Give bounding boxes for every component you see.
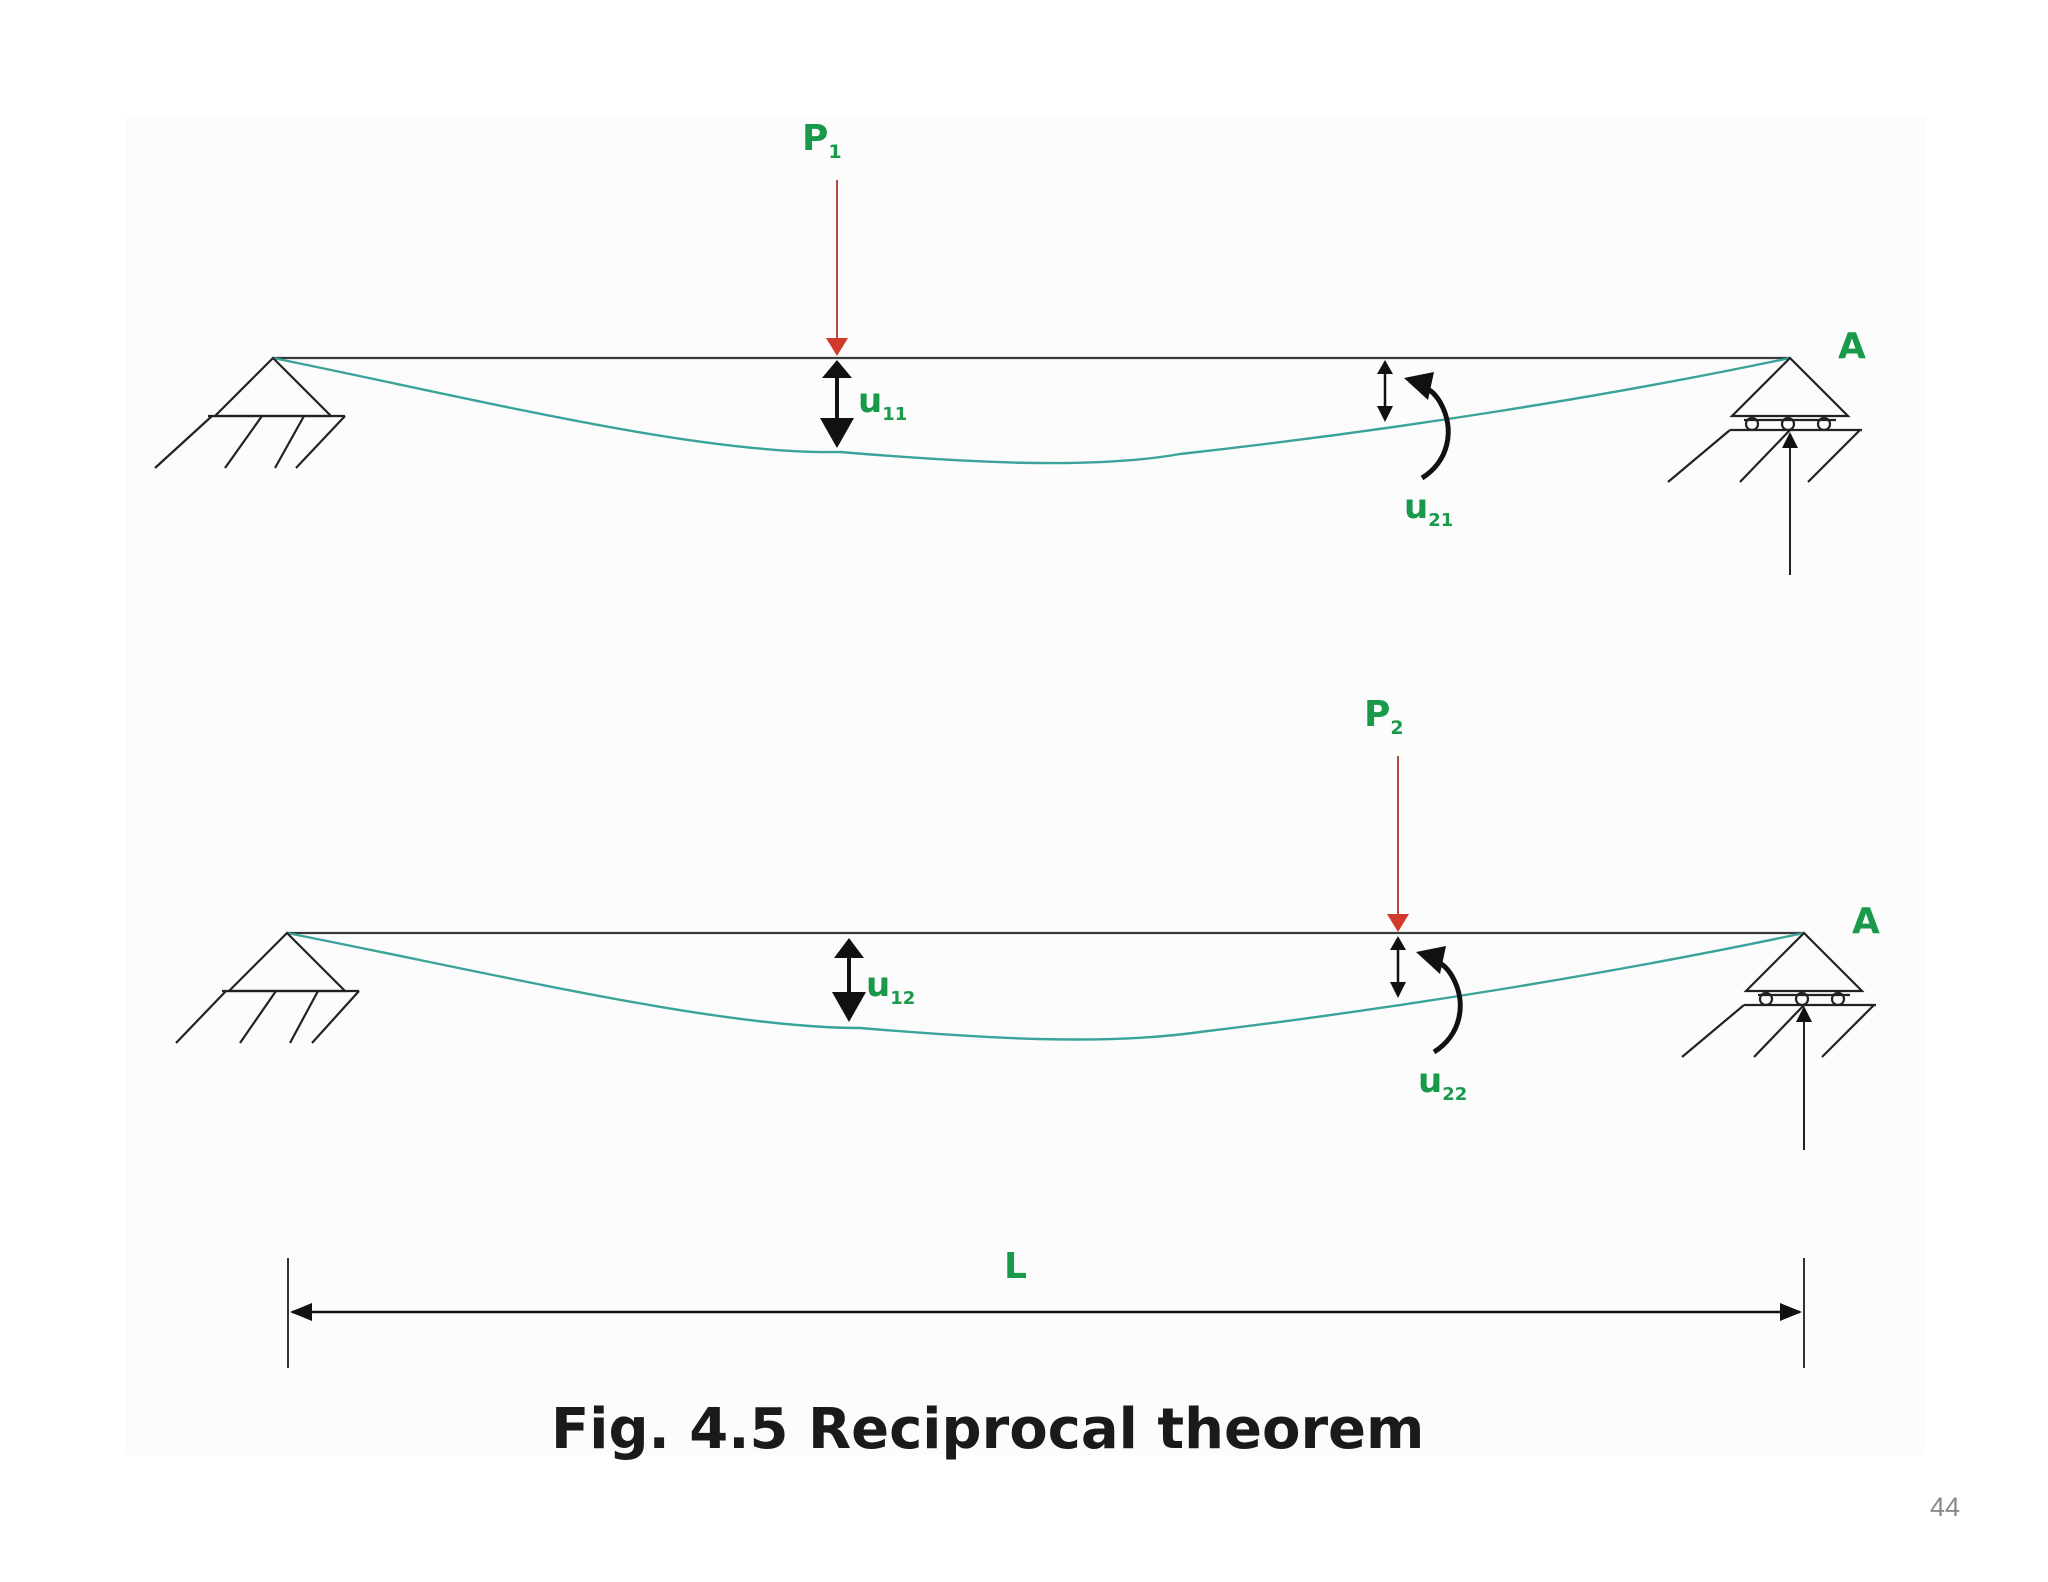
top-u11-double-arrow bbox=[820, 360, 854, 448]
bottom-u12-label: u12 bbox=[866, 965, 915, 1009]
page-number: 44 bbox=[1929, 1492, 1960, 1522]
top-beam-case: P1 u11 u21 bbox=[154, 118, 1866, 575]
top-rotation-arrow bbox=[1404, 372, 1451, 481]
top-support-label: A bbox=[1838, 326, 1866, 367]
top-u21-label: u21 bbox=[1404, 487, 1453, 531]
top-right-roller-support bbox=[1667, 356, 1862, 483]
dimension-right-arrowhead bbox=[1780, 1303, 1802, 1321]
dimension-left-arrowhead bbox=[290, 1303, 312, 1321]
bottom-beam-case: P2 u12 u22 bbox=[175, 694, 1880, 1150]
top-u11-label: u11 bbox=[858, 381, 907, 425]
span-label: L bbox=[1004, 1246, 1027, 1287]
span-dimension: L bbox=[287, 1246, 1805, 1368]
figure-caption: Fig. 4.5 Reciprocal theorem bbox=[551, 1397, 1424, 1462]
top-load-arrowhead bbox=[826, 338, 848, 356]
bottom-u22-double-arrow bbox=[1390, 936, 1406, 998]
bottom-right-roller-support bbox=[1681, 931, 1876, 1058]
bottom-rotation-arrow bbox=[1416, 946, 1463, 1055]
top-left-pin-support bbox=[154, 356, 346, 469]
figure-panel bbox=[126, 115, 1926, 1455]
top-deflected-curve bbox=[272, 356, 1791, 465]
top-reaction-arrow bbox=[1782, 432, 1798, 575]
bottom-load-arrowhead bbox=[1387, 914, 1409, 932]
bottom-load-label: P2 bbox=[1364, 694, 1404, 739]
bottom-deflected-curve bbox=[286, 931, 1805, 1041]
bottom-u22-label: u22 bbox=[1418, 1061, 1467, 1105]
top-load-label: P1 bbox=[802, 118, 842, 163]
bottom-u12-double-arrow bbox=[832, 938, 866, 1022]
bottom-reaction-arrow bbox=[1796, 1006, 1812, 1150]
bottom-left-pin-support bbox=[175, 931, 360, 1044]
bottom-support-label: A bbox=[1852, 901, 1880, 942]
top-u21-double-arrow bbox=[1377, 360, 1393, 422]
